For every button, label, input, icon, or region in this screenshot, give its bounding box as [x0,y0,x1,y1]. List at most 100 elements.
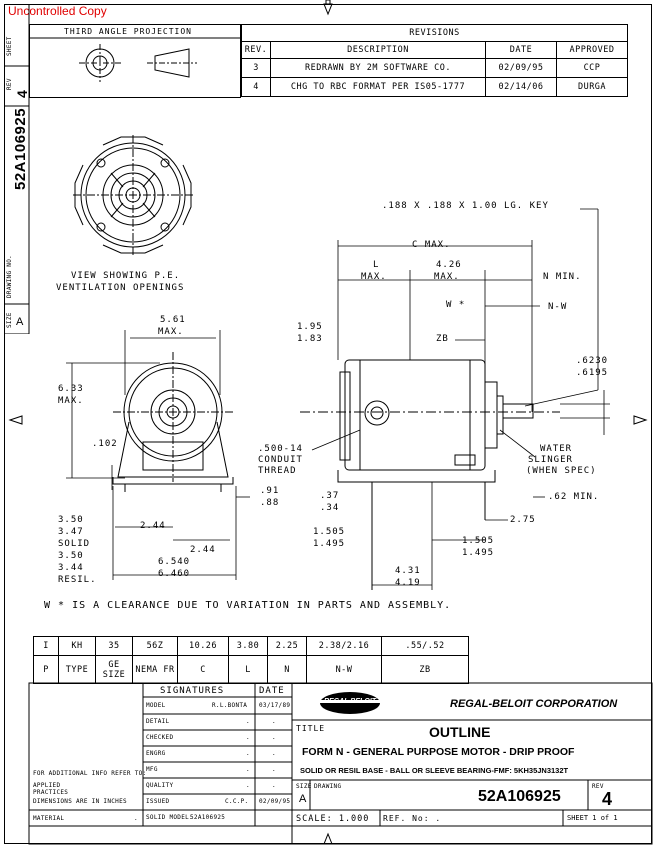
table-header: TYPE [58,655,96,684]
signatures-label: SIGNATURES [160,686,225,696]
table-header: GE SIZE [95,655,133,684]
sig-date-detail: . [272,718,276,725]
title-main: OUTLINE [429,724,491,740]
sig-value-checked: . [246,734,250,741]
dim-350-solid: 3.50 [58,515,84,525]
dim-91: .91 [260,486,280,496]
pe-view-caption-line1: VIEW SHOWING P.E. [71,271,181,281]
uncontrolled-copy-stamp: Uncontrolled Copy [8,4,107,18]
side-view [300,359,560,590]
table-header: N-W [306,655,382,684]
dim-431: 4.31 [395,566,421,576]
dim-195: 1.95 [297,322,323,332]
dim-1505-left: 1.505 [313,527,346,537]
sig-label-quality: QUALITY [146,782,174,789]
dim-347: 3.47 [58,527,84,537]
dim-6460: 6.460 [158,569,191,579]
dim-350-resil: 3.50 [58,551,84,561]
dim-6540: 6.540 [158,557,191,567]
sig-value-engrg: . [246,750,250,757]
solid-model-label: SOLID MODEL: [146,814,193,821]
table-header: NEMA FR [132,655,178,684]
dim-419: 4.19 [395,578,421,588]
sig-label-engrg: ENGRG [146,750,166,757]
scale-label: SCALE: 1.000 [296,814,370,824]
projection-symbol [29,37,241,82]
table-cell: DURGA [556,77,628,97]
front-end-view [112,352,234,492]
zb-label: ZB [436,334,449,344]
table-header: N [267,655,307,684]
sig-date-model: 03/17/89 [259,702,291,709]
dim-183: 1.83 [297,334,323,344]
dim-244-b: 2.44 [190,545,216,555]
l-max-label: MAX. [361,272,387,282]
regal-beloit-logo [320,692,382,714]
size-value: A [299,793,307,805]
logo-text: REGAL BELOIT [324,698,376,705]
material-value: . [134,815,138,822]
dim-1505-right: 1.505 [462,536,495,546]
dim-426: 4.26 [436,260,462,270]
drawing-number: 52A106925 [478,788,561,805]
w-star-label: W * [446,300,466,310]
sig-date-engrg: . [272,750,276,757]
dim-561-max: MAX. [158,327,184,337]
sig-label-detail: DETAIL [146,718,170,725]
sig-value-model: R.L.BONTA [212,702,248,709]
ref-no-label: REF. No: . [383,814,442,823]
company-name: REGAL-BELOIT CORPORATION [450,698,618,710]
sig-value-detail: . [246,718,250,725]
sig-date-issued: 02/09/95 [259,798,291,805]
solid-model-value: 52A106925 [190,814,226,821]
projection-label: THIRD ANGLE PROJECTION [64,27,192,36]
rev-value: 4 [602,789,613,809]
drawing-label: DRAWING [314,783,342,790]
dim-37: .37 [320,491,340,501]
sig-date-mfg: . [272,766,276,773]
dim-244-a: 2.44 [140,521,166,531]
clearance-note: W * IS A CLEARANCE DUE TO VARIATION IN P… [44,600,452,611]
conduit-line3: THREAD [258,466,297,476]
table-cell: 4 [241,77,271,97]
dim-34: .34 [320,503,340,513]
pe-view-caption-line2: VENTILATION OPENINGS [56,283,185,293]
pe-end-view [73,135,193,255]
dim-6230: .6230 [576,356,609,366]
conduit-line1: .500-14 [258,444,303,454]
size-label: SIZE [296,783,312,790]
dim-1495-left: 1.495 [313,539,346,549]
dim-102: .102 [92,439,118,449]
dim-6195: .6195 [576,368,609,378]
dim-633: 6.33 [58,384,84,394]
dim-633-max: MAX. [58,396,84,406]
revisions-table: REVISIONS REV. DESCRIPTION DATE APPROVED… [241,24,628,97]
dimension-lines [66,208,610,590]
sig-label-model: MODEL [146,702,166,709]
dim-62-min: .62 MIN. [548,492,600,502]
projection-box [29,24,241,98]
dimensions-note: DIMENSIONS ARE IN INCHES [33,798,127,805]
water-slinger-line1: WATER [540,444,573,454]
sig-value-quality: . [246,782,250,789]
sig-date-checked: . [272,734,276,741]
l-label: L [373,260,380,270]
sig-label-checked: CHECKED [146,734,174,741]
water-slinger-line2: SLINGER [528,455,573,465]
additional-info-note: FOR ADDITIONAL INFO REFER TO: [33,770,147,777]
sig-label-issued: ISSUED [146,798,170,805]
dim-426-max: MAX. [434,272,460,282]
key-label: .188 X .188 X 1.00 LG. KEY [382,201,549,211]
dim-344: 3.44 [58,563,84,573]
n-min-label: N MIN. [543,272,582,282]
sig-label-mfg: MFG [146,766,158,773]
dim-1495-right: 1.495 [462,548,495,558]
sig-date-quality: . [272,782,276,789]
dim-88: .88 [260,498,280,508]
resil-label: RESIL. [58,575,97,585]
c-max-label: C MAX. [412,240,451,250]
spec-table: I KH 35 56Z 10.26 3.80 2.25 2.38/2.16 .5… [33,636,469,684]
solid-label: SOLID [58,539,91,549]
